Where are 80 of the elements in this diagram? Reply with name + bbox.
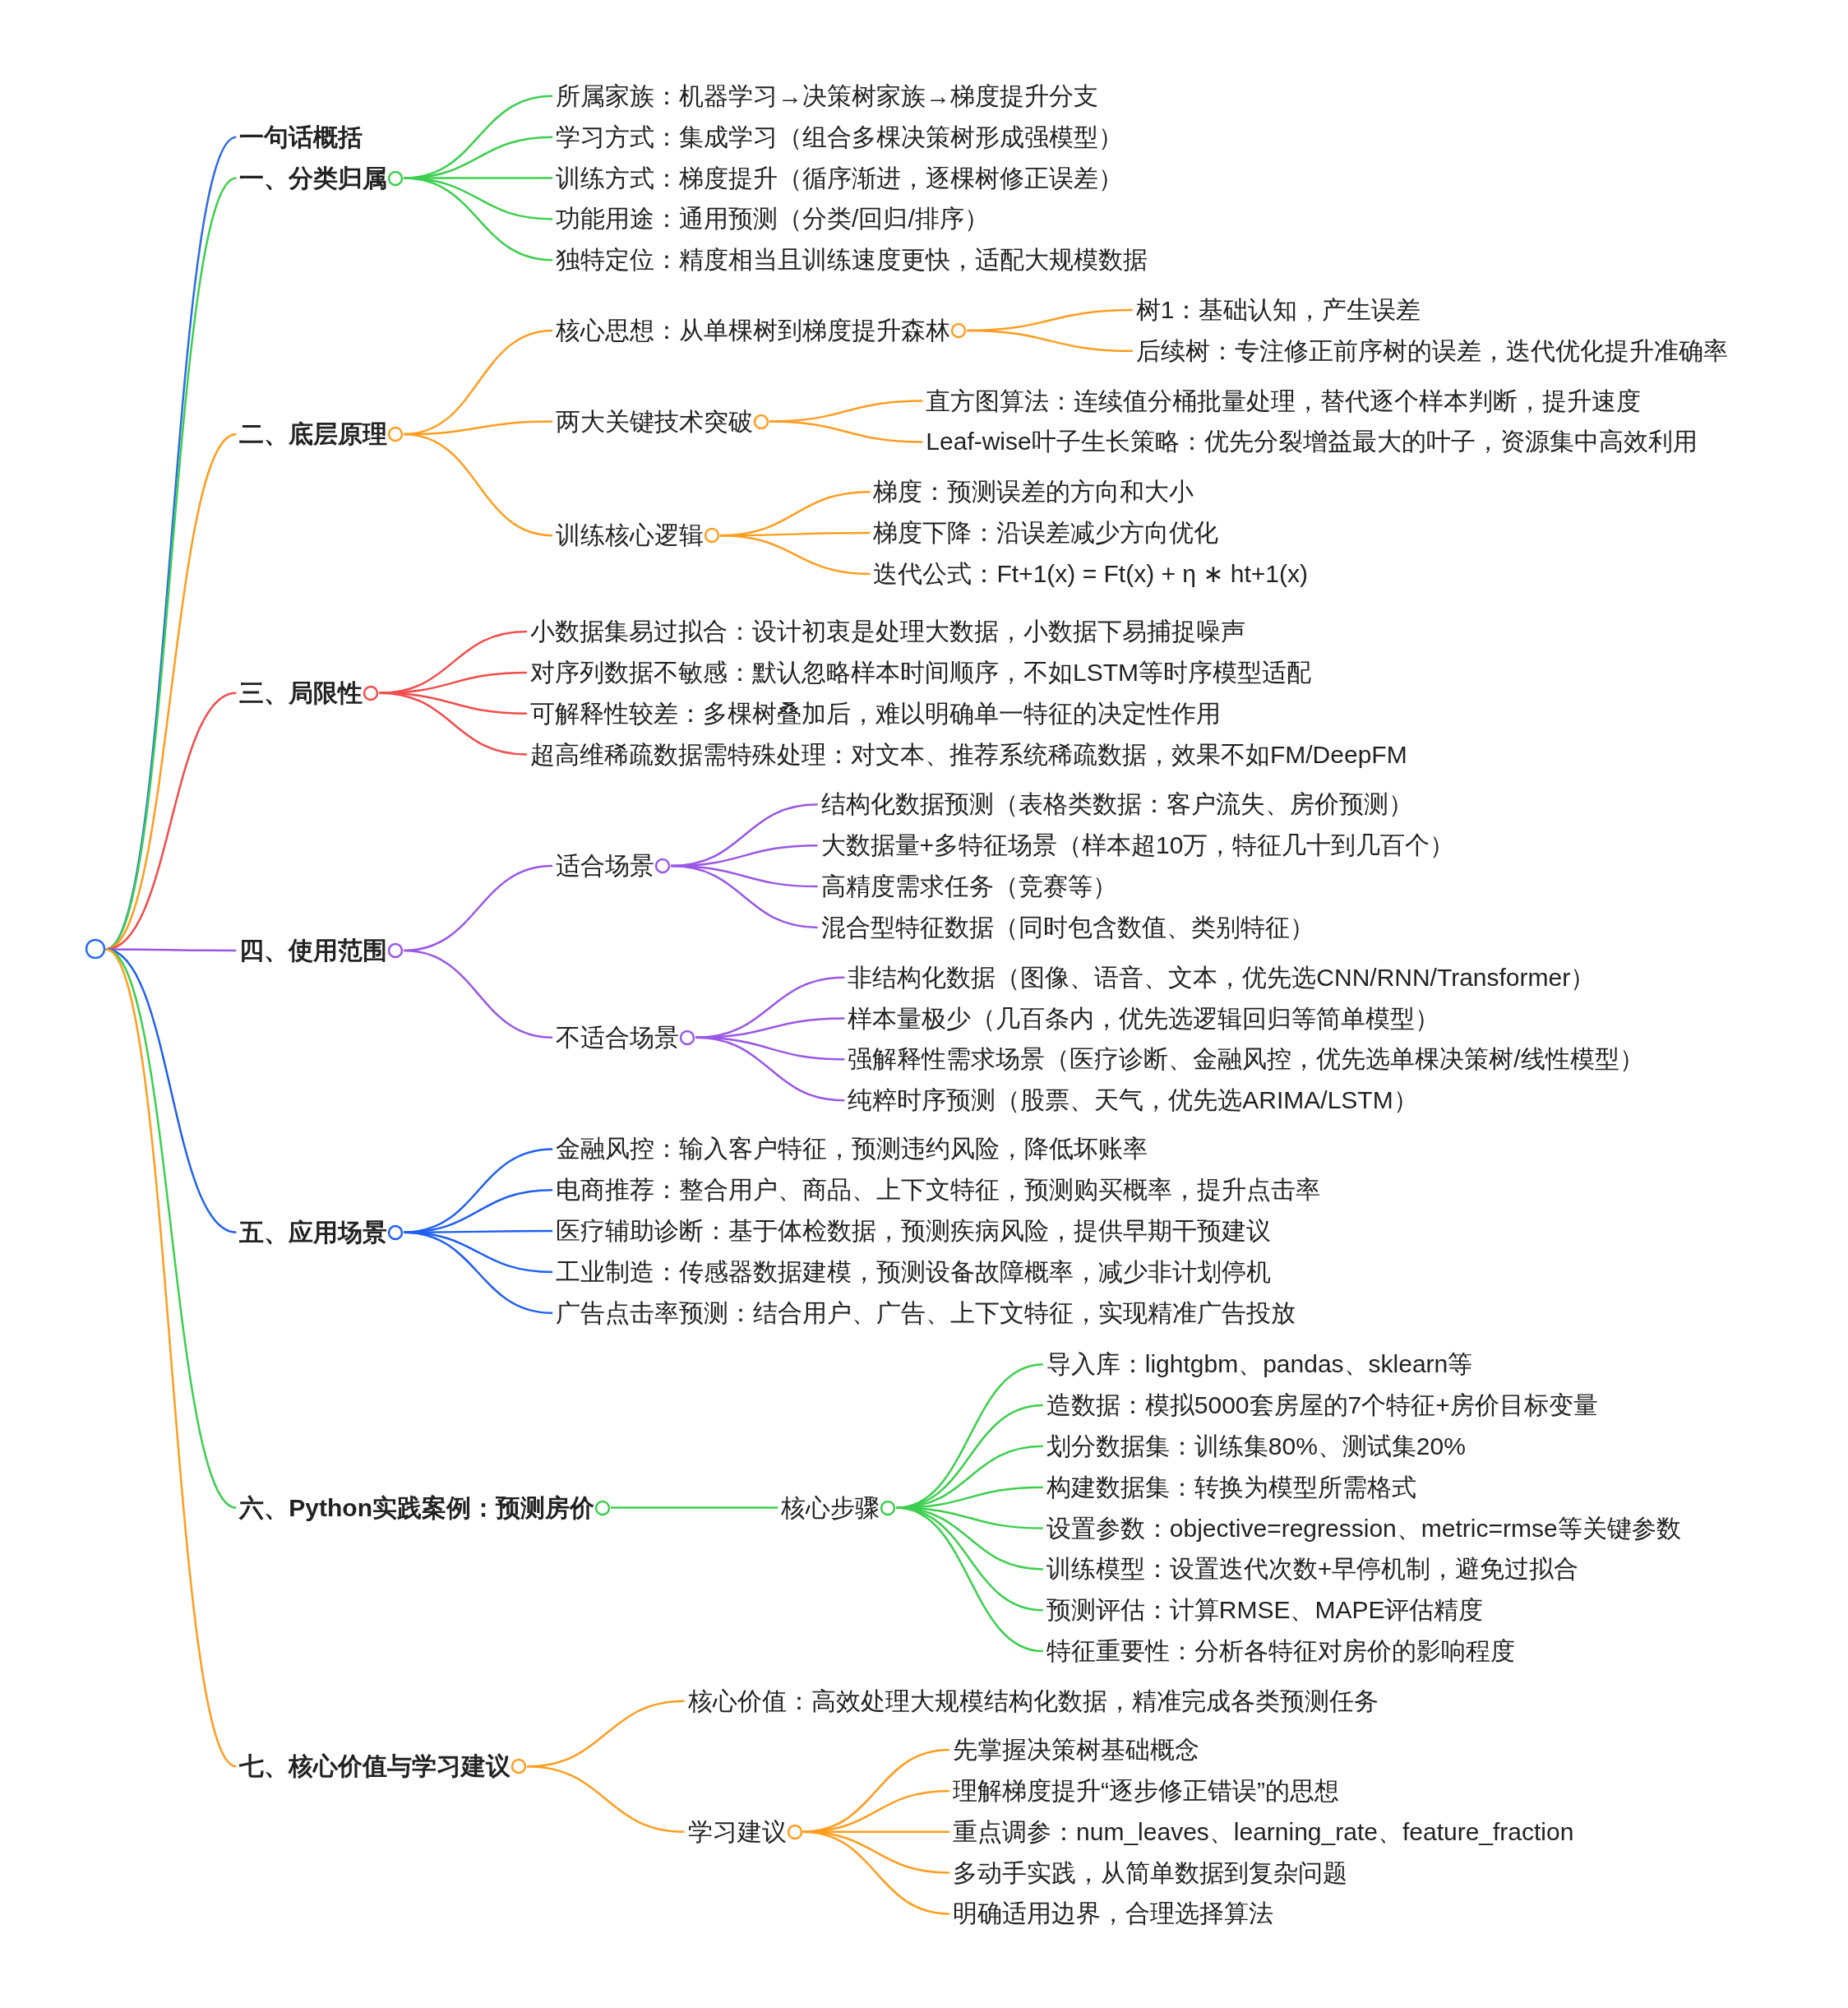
topic-text: 两大关键技术突破 (556, 406, 754, 437)
topic-text: 广告点击率预测：结合用户、广告、上下文特征，实现精准广告投放 (556, 1296, 1296, 1330)
branch-heading: 五、应用场景 (239, 1217, 388, 1247)
topic-text: 金融风控：输入客户特征，预测违约风险，降低坏账率 (556, 1132, 1148, 1166)
branch-line (379, 630, 528, 695)
branch-line (379, 671, 527, 695)
topic-text: 独特定位：精度相当且训练速度更快，适配大规模数据 (556, 243, 1148, 277)
topic-text: 树1：基础认知，产生误差 (1135, 294, 1421, 326)
branch-line (404, 433, 553, 537)
topic-text: 非结构化数据（图像、语音、文本，优先选CNN/RNN/Transformer） (848, 960, 1596, 994)
topic-text: 后续树：专注修正前序树的误差，迭代优化提升准确率 (1135, 334, 1728, 368)
branch-heading: 六、Python实践案例：预测房价 (239, 1492, 594, 1523)
branch-line (404, 949, 553, 1039)
branch-line (379, 692, 528, 756)
topic-text: 核心价值：高效处理大规模结构化数据，精准完成各类预测任务 (687, 1684, 1379, 1718)
branch-heading: 四、使用范围 (239, 935, 388, 965)
branch-line (896, 1506, 1043, 1612)
topic-text: 明确适用边界，合理选择算法 (953, 1897, 1274, 1931)
branch-line (967, 329, 1133, 353)
topic-text: 学习建议 (687, 1816, 787, 1847)
topic-text: 重点调参：num_leaves、learning_rate、feature_fraction (953, 1815, 1574, 1848)
topic-text: 设置参数：objective=regression、metric=rmse等关键参数 (1046, 1511, 1681, 1545)
topic-text: 学习方式：集成学习（组合多棵决策树形成强模型） (556, 120, 1124, 154)
branch-heading: 三、局限性 (239, 678, 363, 708)
topic-text: 功能用途：通用预测（分类/回归/排序） (556, 202, 989, 236)
branch-line (404, 1231, 553, 1274)
topic-text: 结构化数据预测（表格类数据：客户流失、房价预测） (820, 788, 1413, 821)
topic-text: 样本量极少（几百条内，优先选逻辑回归等简单模型） (848, 1002, 1440, 1035)
topic-text: 可解释性较差：多棵树叠加后，难以明确单一特征的决定性作用 (529, 696, 1221, 730)
topic-text: 高精度需求任务（竞赛等） (820, 870, 1117, 904)
topic-text: 大数据量+多特征场景（样本超10万，特征几十到几百个） (820, 829, 1455, 863)
branch-line (769, 420, 923, 443)
topic-text: 预测评估：计算RMSE、MAPE评估精度 (1046, 1594, 1484, 1627)
branch-line (105, 948, 238, 1509)
topic-text: 训练核心逻辑 (556, 521, 705, 551)
topic-text: 梯度下降：沿误差减少方向优化 (873, 516, 1219, 550)
topic-text: 划分数据集：训练集80%、测试集20% (1046, 1429, 1466, 1463)
branch-line (104, 948, 238, 1768)
branch-heading: 二、底层原理 (239, 419, 388, 450)
topic-text: 超高维稀疏数据需特殊处理：对文本、推荐系统稀疏数据，效果不如FM/DeepFM (529, 738, 1407, 771)
branch-line (404, 1231, 553, 1315)
topic-text: 造数据：模拟5000套房屋的7个特征+房价目标变量 (1046, 1388, 1598, 1422)
branch-line (527, 1765, 685, 1833)
branch-line (671, 864, 818, 929)
topic-text: 核心步骤 (781, 1492, 880, 1523)
topic-text: 电商推荐：整合用户、商品、上下文特征，预测购买概率，提升点击率 (556, 1173, 1321, 1207)
topic-text: 构建数据集：转换为模型所需格式 (1046, 1470, 1416, 1504)
topic-text: 工业制造：传感器数据建模，预测设备故障概率，减少非计划停机 (556, 1255, 1272, 1289)
branch-heading: 七、核心价值与学习建议 (239, 1751, 511, 1782)
branch-line (695, 1036, 845, 1102)
topic-text: 训练模型：设置迭代次数+早停机制，避免过拟合 (1046, 1552, 1579, 1586)
topic-text: 对序列数据不敏感：默认忽略样本时间顺序，不如LSTM等时序模型适配 (529, 655, 1311, 689)
topic-text: 医疗辅助诊断：基于体检数据，预测疾病风险，提供早期干预建议 (556, 1215, 1272, 1248)
topic-text: Leaf-wise叶子生长策略：优先分裂增益最大的叶子，资源集中高效利用 (926, 425, 1698, 459)
root-circle (84, 938, 106, 960)
topic-text: 强解释性需求场景（医疗诊断、金融风控，优先选单棵决策树/线性模型） (848, 1043, 1644, 1076)
topic-text: 多动手实践，从简单数据到复杂问题 (953, 1856, 1348, 1890)
branch-line (802, 1830, 950, 1833)
topic-text: 直方图算法：连续值分桶批量处理，替代逐个样本判断，提升速度 (926, 384, 1642, 418)
topic-text: 所属家族：机器学习→决策树家族→梯度提升分支 (556, 79, 1099, 113)
topic-text: 混合型特征数据（同时包含数值、类别特征） (820, 910, 1314, 944)
topic-text: 迭代公式：Ft+1(x) = Ft(x) + η ∗ ht+1(x) (873, 557, 1308, 590)
topic-text: 训练方式：梯度提升（循序渐进，逐棵树修正误差） (556, 161, 1124, 195)
branch-line (802, 1830, 950, 1915)
topic-text: 导入库：lightgbm、pandas、sklearn等 (1046, 1348, 1473, 1381)
topic-text: 理解梯度提升“逐步修正错误”的思想 (953, 1774, 1340, 1807)
topic-text: 核心思想：从单棵树到梯度提升森林 (556, 315, 951, 345)
topic-text: 特征重要性：分析各特征对房价的影响程度 (1046, 1635, 1515, 1668)
branch-heading: 一句话概括 (239, 120, 363, 154)
topic-text: 不适合场景 (556, 1022, 680, 1053)
branch-line (720, 534, 871, 576)
branch-heading: 一、分类归属 (239, 163, 388, 193)
topic-text: 先掌握决策树基础概念 (953, 1733, 1200, 1767)
topic-text: 梯度：预测误差的方向和大小 (873, 475, 1194, 509)
branch-line (611, 1506, 778, 1509)
topic-text: 适合场景 (556, 851, 655, 881)
topic-text: 纯粹时序预测（股票、天气，优先选ARIMA/LSTM） (848, 1084, 1418, 1117)
branch-line (404, 177, 553, 261)
branch-line (695, 976, 845, 1039)
topic-text: 小数据集易过拟合：设计初衷是处理大数据，小数据下易捕捉噪声 (529, 615, 1245, 648)
